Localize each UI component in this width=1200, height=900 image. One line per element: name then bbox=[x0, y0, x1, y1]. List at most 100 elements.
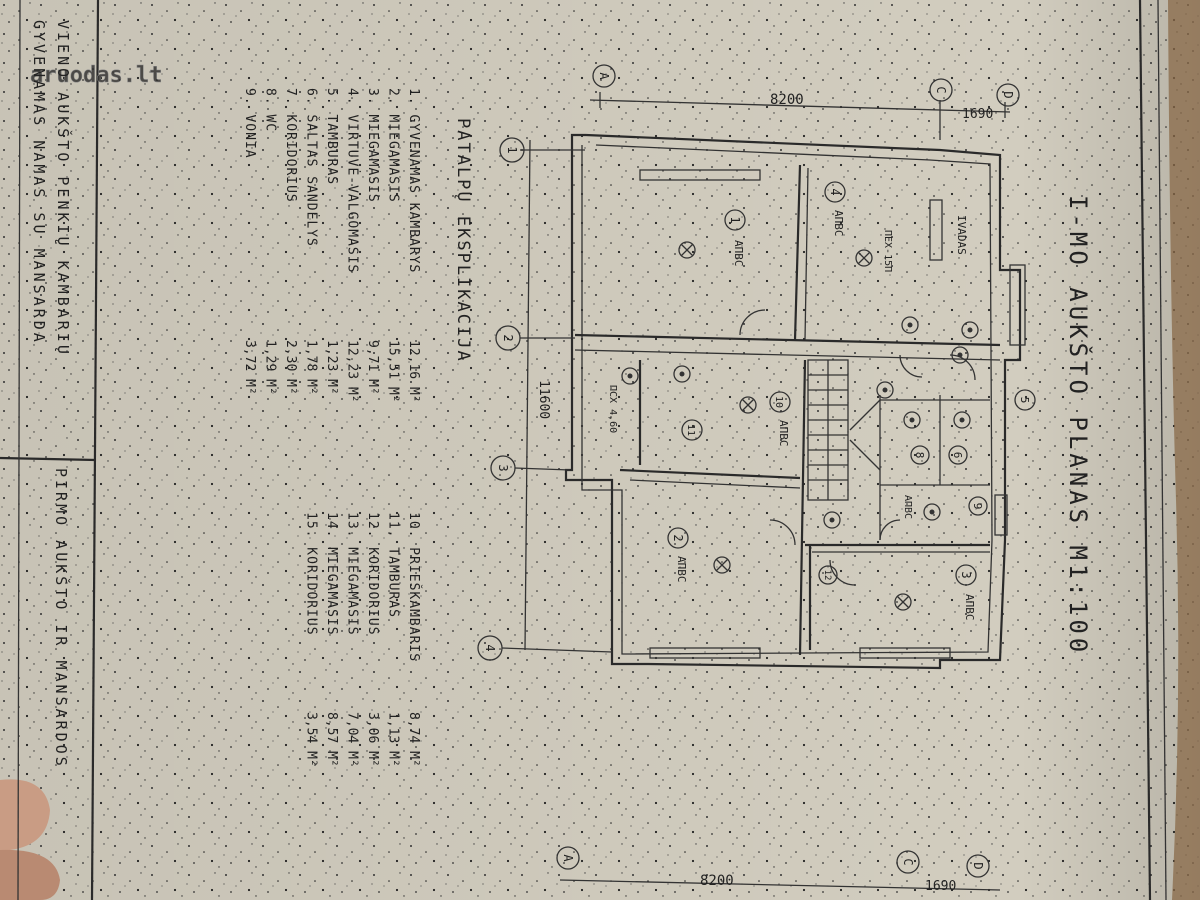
explication-table: 1. GYVENAMAS KAMBARYS 12,16 M² 2. MIEGAMAS… bbox=[242, 88, 422, 767]
staircase bbox=[807, 359, 881, 501]
svg-text:D: D bbox=[1001, 91, 1015, 98]
explication-heading: PATALPŲ EKSPLIKACIJA bbox=[453, 118, 473, 363]
explication-room-area: 3,72 M² bbox=[242, 340, 257, 395]
dim-side: 11600 bbox=[536, 380, 551, 419]
heater-label-1: ПЕХ-15П bbox=[882, 230, 893, 272]
outlet-icon bbox=[876, 381, 894, 399]
explication-room-name: 14. MIEGAMASIS bbox=[324, 512, 339, 636]
svg-text:2: 2 bbox=[501, 334, 515, 341]
explication-room-area: 12,16 M² bbox=[406, 340, 421, 403]
svg-text:10: 10 bbox=[773, 396, 784, 408]
dim-top-small: 1690 bbox=[962, 107, 993, 122]
room-4-marker: 4 bbox=[824, 181, 846, 203]
explication-room-area: 8,57 M² bbox=[324, 712, 339, 767]
room-10-marker: 10 bbox=[769, 391, 791, 413]
svg-text:2: 2 bbox=[671, 534, 685, 541]
room-9-label: АПВС bbox=[902, 495, 913, 519]
explication-room-name: 12. KORIDORIUS bbox=[365, 512, 380, 636]
explication-room-name: 6. ŠALTAS SANDĖLYS bbox=[304, 88, 320, 247]
floor-plan bbox=[564, 133, 1026, 670]
svg-text:4: 4 bbox=[483, 644, 497, 651]
svg-text:A: A bbox=[597, 72, 611, 80]
dim-top-main: 8200 bbox=[770, 92, 804, 108]
outlet-icon bbox=[923, 503, 941, 521]
axis-5: 5 bbox=[1014, 389, 1036, 411]
svg-text:D: D bbox=[971, 862, 985, 869]
svg-text:C: C bbox=[901, 858, 915, 865]
room-12-marker: 12 bbox=[818, 565, 838, 585]
explication-room-name: 7. KORIDORIUS bbox=[283, 88, 298, 203]
room-3-marker: 3 bbox=[955, 564, 977, 586]
room-11-marker: 11 bbox=[681, 419, 703, 441]
explication-room-area: 7,04 M² bbox=[345, 712, 360, 767]
explication-room-name: 5. TAMBURAS bbox=[324, 88, 339, 185]
svg-text:1: 1 bbox=[505, 146, 519, 153]
explication-room-name: 2. MIEGAMASIS bbox=[386, 88, 401, 203]
explication-room-name: 11. TAMBURAS bbox=[386, 512, 401, 618]
axis-d-bottom: D bbox=[966, 854, 990, 878]
outlet-icon bbox=[823, 511, 841, 529]
room-1-label: АПВС bbox=[732, 240, 745, 267]
axis-markers: A C D A C D 1 2 3 4 5 bbox=[477, 64, 1036, 878]
svg-text:9: 9 bbox=[971, 503, 984, 510]
outlet-icon bbox=[953, 411, 971, 429]
axis-c-top: C bbox=[929, 78, 953, 102]
svg-text:A: A bbox=[561, 854, 575, 862]
svg-text:1: 1 bbox=[728, 216, 742, 223]
explication-room-name: 8. WC bbox=[263, 88, 278, 132]
explication-room-area: 12,23 M² bbox=[345, 340, 360, 403]
outlet-icon bbox=[901, 316, 919, 334]
explication-room-name: 3. MIEGAMASIS bbox=[365, 88, 380, 203]
explication-room-area: 3,54 M² bbox=[304, 712, 319, 767]
lamp-icon bbox=[894, 593, 912, 611]
room-labels: 1 АПВС 4 АПВС 10 АПВС 11 2 АПВС 3 АПВС 6… bbox=[607, 181, 988, 621]
outlet-icon bbox=[673, 365, 691, 383]
table-edge bbox=[1168, 0, 1200, 900]
explication-room-area: 1,78 M² bbox=[304, 340, 319, 395]
explication-room-area: 1,29 M² bbox=[263, 340, 278, 395]
watermark: aruodas.lt bbox=[30, 63, 162, 88]
room-3-label: АПВС bbox=[963, 594, 976, 621]
dimensions: 8200 1690 8200 1690 11600 bbox=[524, 92, 1011, 894]
svg-text:8: 8 bbox=[913, 452, 926, 459]
svg-text:C: C bbox=[934, 86, 948, 93]
svg-text:6: 6 bbox=[951, 452, 964, 459]
dim-bottom-small: 1690 bbox=[925, 879, 956, 894]
svg-text:4: 4 bbox=[828, 188, 842, 195]
lamp-icon bbox=[713, 556, 731, 574]
room-10-label: АПВС bbox=[777, 420, 790, 447]
axis-a-bottom: A bbox=[556, 846, 580, 870]
title-block: VIENO AUKŠTO PENKIŲ KAMBARIŲ GYVENAMAS N… bbox=[30, 20, 73, 769]
room-2-label: АПВС bbox=[675, 556, 688, 583]
lamp-icon bbox=[678, 241, 696, 259]
room-2-marker: 2 bbox=[667, 527, 689, 549]
title-block-line1: VIENO AUKŠTO PENKIŲ KAMBARIŲ bbox=[54, 20, 73, 357]
outlet-icon bbox=[621, 367, 639, 385]
explication-room-name: 1. GYVENAMAS KAMBARYS bbox=[406, 88, 421, 273]
explication-room-area: 15,51 M² bbox=[386, 340, 401, 403]
svg-text:3: 3 bbox=[959, 571, 973, 578]
finger bbox=[0, 779, 50, 850]
room-4-label: АПВС bbox=[832, 210, 845, 237]
axis-a-top: A bbox=[592, 64, 616, 88]
room-9-marker: 9 bbox=[968, 496, 988, 516]
lamp-icon bbox=[855, 249, 873, 267]
dim-bottom-main: 8200 bbox=[700, 873, 734, 889]
explication-room-area: 8,74 M² bbox=[406, 712, 421, 767]
lamp-icon bbox=[739, 396, 757, 414]
axis-c-bottom: C bbox=[896, 850, 920, 874]
svg-text:5: 5 bbox=[1018, 397, 1031, 404]
plan-title: I-MO AUKŠTO PLANAS M1:100 bbox=[1064, 195, 1094, 656]
title-block-line2: GYVENAMAS NAMAS SU MANSARDA bbox=[30, 20, 48, 345]
sheet-border bbox=[0, 0, 1167, 900]
explication-room-area: 3,06 M² bbox=[365, 712, 380, 767]
room-1-marker: 1 bbox=[724, 209, 746, 231]
explication-room-name: 13. MIEGAMASIS bbox=[345, 512, 360, 636]
room-6-marker: 6 bbox=[948, 445, 968, 465]
svg-text:3: 3 bbox=[496, 464, 510, 471]
room-8-marker: 8 bbox=[910, 445, 930, 465]
explication-room-area: 1,13 M² bbox=[386, 712, 401, 767]
outlet-icon bbox=[961, 321, 979, 339]
outlet-icon bbox=[903, 411, 921, 429]
